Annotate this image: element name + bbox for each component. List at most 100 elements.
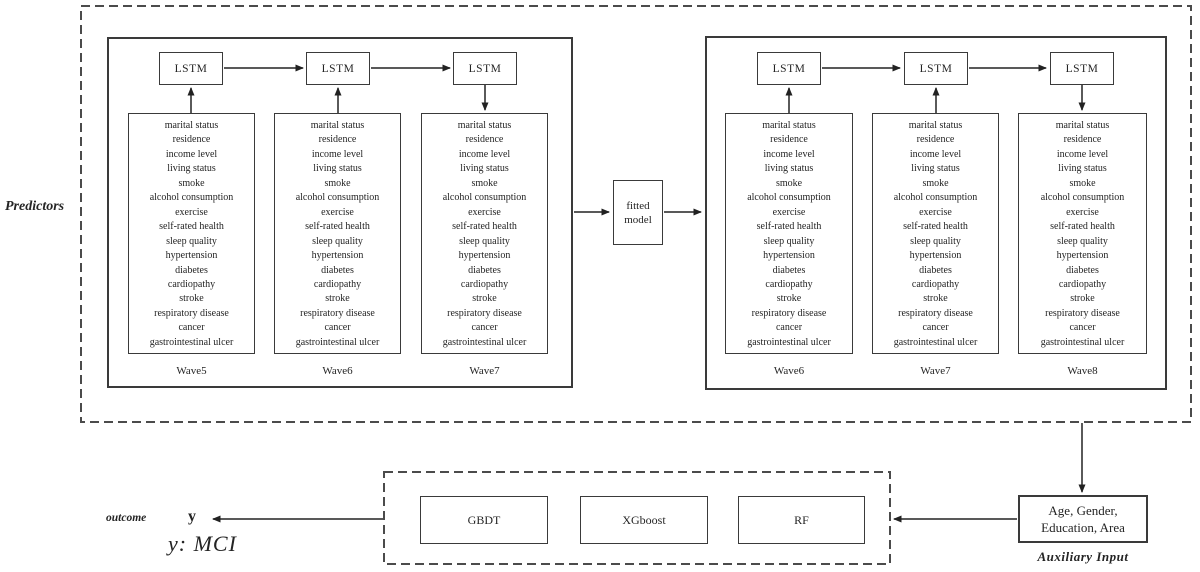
predictor-item: self-rated health	[452, 221, 517, 233]
predictor-item: cancer	[178, 322, 205, 334]
predictor-item: self-rated health	[305, 221, 370, 233]
lstm-cell-left-1: LSTM	[159, 52, 223, 85]
predictor-item: income level	[311, 148, 364, 160]
predictor-item: hypertension	[165, 250, 218, 262]
predictor-item: marital status	[908, 120, 963, 131]
predictor-item: marital status	[762, 120, 816, 131]
predictor-box-wave6-right: marital status residence income level livin…	[725, 113, 853, 354]
predictor-item: hypertension	[1056, 250, 1109, 262]
predictor-item: living status	[460, 163, 509, 175]
predictor-item: income level	[763, 148, 815, 160]
predictor-item: residence	[318, 134, 357, 146]
predictor-item: stroke	[472, 293, 497, 305]
predictor-item: smoke	[922, 177, 949, 189]
predictor-item: residence	[770, 134, 808, 146]
predictor-item: self-rated health	[159, 221, 224, 233]
predictor-item: cancer	[324, 322, 351, 334]
predictor-box-wave7-right: marital status residence income level livin…	[872, 113, 999, 354]
right-lstm-group-box	[705, 36, 1167, 390]
predictor-item: exercise	[919, 206, 952, 218]
predictor-item: sleep quality	[312, 235, 363, 247]
predictor-item: alcohol consumption	[442, 192, 527, 204]
predictor-item: income level	[909, 148, 962, 160]
auxiliary-input-box: Age, Gender, Education, Area	[1018, 495, 1148, 543]
predictor-item: smoke	[775, 177, 803, 189]
predictor-item: stroke	[179, 293, 204, 305]
predictor-item: self-rated health	[903, 221, 968, 233]
predictor-item: gastrointestinal ulcer	[747, 336, 831, 348]
lstm-cell-left-2: LSTM	[306, 52, 370, 85]
predictor-item: smoke	[178, 177, 205, 189]
predictor-item: gastrointestinal ulcer	[295, 336, 380, 348]
wave-label-wave7-left: Wave7	[469, 365, 500, 377]
predictor-item: living status	[1058, 163, 1107, 175]
predictor-item: residence	[1063, 134, 1102, 146]
predictor-item: cancer	[471, 322, 498, 334]
predictor-item: alcohol consumption	[149, 192, 234, 204]
predictor-item: marital status	[310, 120, 365, 131]
auxiliary-input-label: Auxiliary Input	[1037, 549, 1129, 564]
predictor-item: marital status	[457, 120, 512, 131]
predictor-box-wave6-left: marital status residence income level livin…	[274, 113, 401, 354]
predictor-item: stroke	[776, 293, 802, 305]
predictor-item: diabetes	[919, 264, 952, 276]
wave-label-wave7-right: Wave7	[920, 365, 951, 377]
predictor-item: exercise	[175, 206, 208, 218]
predictor-item: hypertension	[909, 250, 962, 262]
predictor-item: sleep quality	[1057, 235, 1108, 247]
predictor-item: cardiopathy	[911, 278, 960, 290]
outcome-label: outcome	[106, 512, 147, 524]
predictor-item: residence	[916, 134, 955, 146]
predictor-item: alcohol consumption	[747, 192, 831, 204]
predictor-item: cancer	[1069, 322, 1096, 334]
predictor-item: living status	[313, 163, 362, 175]
predictor-item: income level	[165, 148, 218, 160]
wave-label-wave5: Wave5	[176, 365, 207, 377]
model-box-rf: RF	[738, 496, 865, 544]
model-box-xgboost: XGboost	[580, 496, 708, 544]
predictor-item: alcohol consumption	[893, 192, 978, 204]
predictor-item: cancer	[922, 322, 949, 334]
predictor-item: smoke	[471, 177, 498, 189]
predictor-item: living status	[911, 163, 960, 175]
lstm-cell-right-2: LSTM	[904, 52, 968, 85]
fitted-model-box: fitted model	[613, 180, 663, 245]
predictor-item: exercise	[772, 206, 806, 218]
predictor-item: income level	[1056, 148, 1109, 160]
predictor-item: diabetes	[175, 264, 208, 276]
predictor-item: residence	[465, 134, 504, 146]
predictor-item: stroke	[923, 293, 948, 305]
predictor-item: alcohol consumption	[1040, 192, 1125, 204]
predictors-label: Predictors	[5, 199, 65, 214]
predictor-item: cardiopathy	[313, 278, 362, 290]
predictor-item: respiratory disease	[751, 307, 827, 319]
predictor-item: cardiopathy	[167, 278, 216, 290]
predictor-item: sleep quality	[763, 235, 815, 247]
predictor-item: respiratory disease	[447, 307, 522, 319]
predictor-item: cancer	[775, 322, 803, 334]
lstm-cell-right-3: LSTM	[1050, 52, 1114, 85]
predictor-item: hypertension	[458, 250, 511, 262]
predictor-item: sleep quality	[166, 235, 217, 247]
predictor-item: respiratory disease	[1045, 307, 1120, 319]
predictor-item: gastrointestinal ulcer	[1040, 336, 1125, 348]
predictor-item: gastrointestinal ulcer	[893, 336, 978, 348]
predictor-item: diabetes	[772, 264, 806, 276]
predictor-item: diabetes	[468, 264, 501, 276]
predictor-item: exercise	[468, 206, 501, 218]
predictor-item: respiratory disease	[300, 307, 375, 319]
predictor-item: living status	[167, 163, 216, 175]
predictor-item: sleep quality	[910, 235, 961, 247]
predictor-item: living status	[764, 163, 814, 175]
predictor-item: diabetes	[321, 264, 354, 276]
predictor-item: residence	[172, 134, 211, 146]
outcome-definition: y: MCI	[168, 531, 237, 556]
predictor-item: gastrointestinal ulcer	[149, 336, 234, 348]
predictor-item: hypertension	[763, 250, 815, 262]
predictor-item: alcohol consumption	[295, 192, 380, 204]
predictor-item: self-rated health	[756, 221, 822, 233]
